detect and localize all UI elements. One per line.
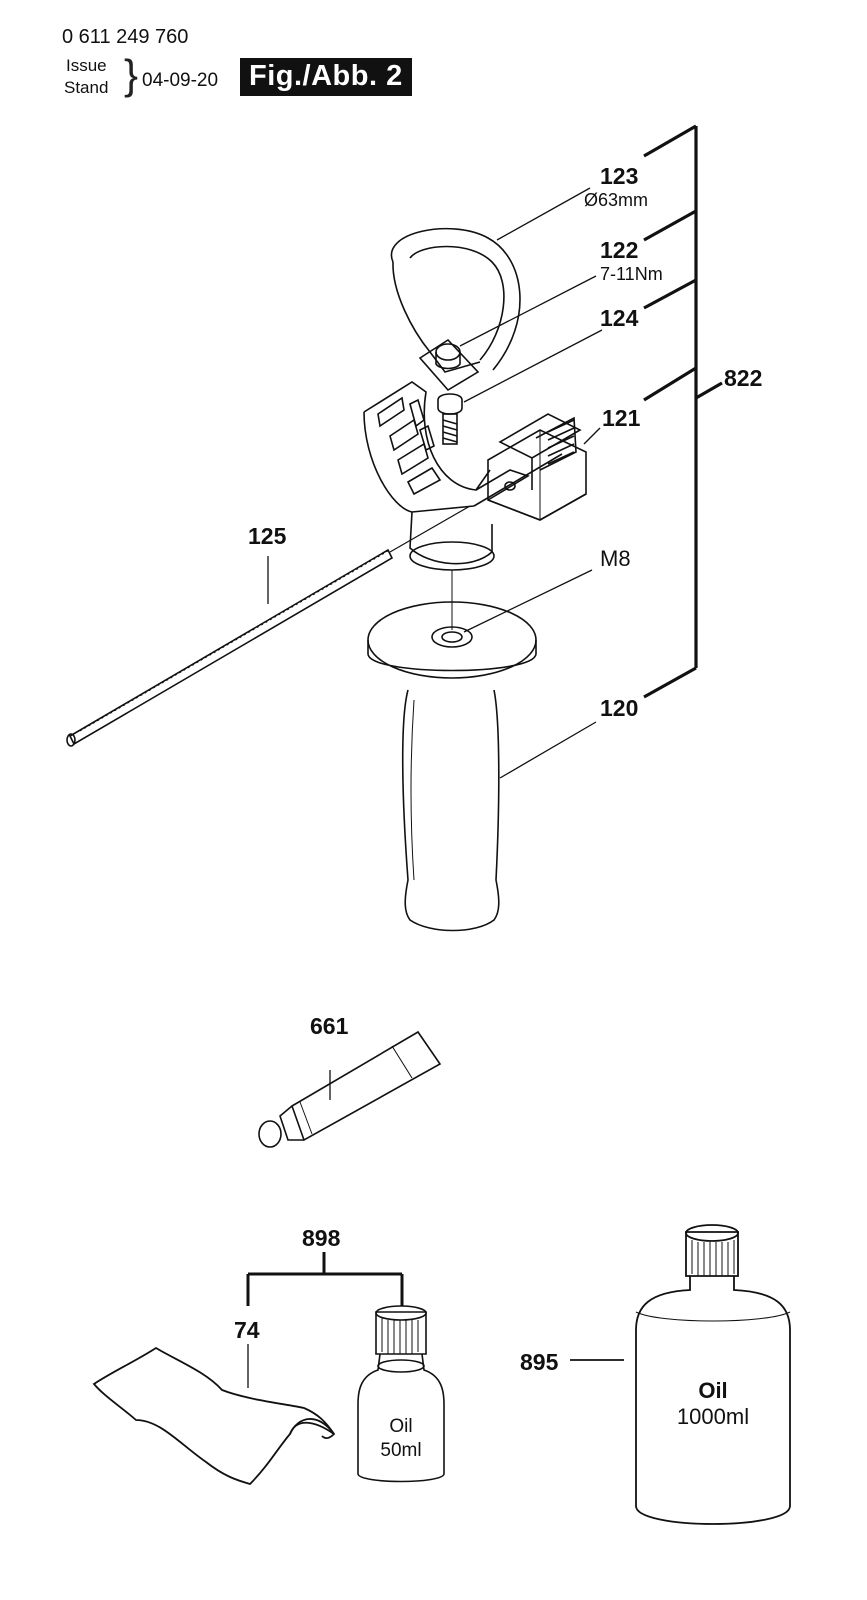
small-oil-bottle [357,1305,445,1483]
large-bottle-label-oil: Oil [698,1378,727,1403]
clamp-bolt-122 [418,275,597,392]
callout-124: 124 [600,305,639,331]
callout-121: 121 [602,405,641,431]
callout-661: 661 [310,1013,349,1039]
callout-123: 123 [600,163,638,189]
large-bottle-label-volume: 1000ml [677,1404,749,1429]
callout-74: 74 [234,1317,260,1343]
callout-898: 898 [302,1225,341,1251]
depth-rod-125 [66,505,471,747]
callout-895: 895 [520,1349,559,1375]
cloth-74 [92,1344,336,1486]
callout-120: 120 [600,695,638,721]
clamp-band-123 [390,187,591,373]
issue-label: Issue [66,56,107,75]
issue-brace-icon: } [124,51,139,98]
callout-822: 822 [724,365,762,391]
auxiliary-handle-120 [367,569,597,932]
small-bottle-label-volume: 50ml [380,1440,421,1461]
bracket-822 [643,124,723,699]
part-number: 0 611 249 760 [62,26,189,48]
callout-m8: M8 [600,546,631,571]
stand-label: Stand [64,78,109,97]
bracket-898 [246,1252,404,1306]
figure-label: Fig./Abb. 2 [240,58,412,96]
callout-122: 122 [600,237,638,263]
grease-tube-661 [258,1030,442,1148]
screw-124 [437,329,603,445]
handle-holder-121 [363,381,601,630]
large-oil-bottle-895 [570,1224,791,1525]
issue-date: 04-09-20 [142,70,219,91]
callout-122-torque: 7-11Nm [600,264,663,284]
small-bottle-label-oil: Oil [389,1416,412,1437]
callout-125: 125 [248,523,287,549]
callout-123-diameter: Ø63mm [584,190,648,210]
